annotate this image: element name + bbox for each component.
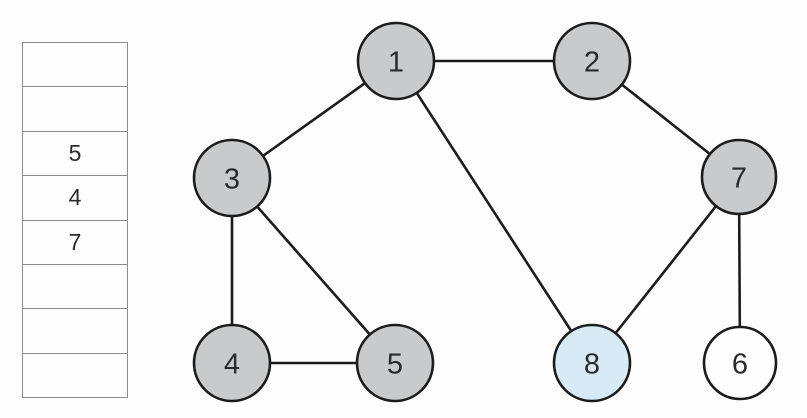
- graph-node-circle-4: [192, 323, 272, 403]
- graph-node-7: 7: [700, 138, 778, 216]
- queue-cell-5: [23, 265, 127, 310]
- queue-cell-4: 7: [23, 221, 127, 265]
- queue-cell-2: 5: [23, 132, 127, 177]
- graph-edge-1-8: [394, 60, 594, 364]
- graph-edge-3-5: [231, 177, 396, 364]
- graph-node-circle-5: [355, 323, 435, 403]
- graph-node-circle-3: [192, 138, 272, 218]
- graph-node-circle-8: [552, 323, 632, 403]
- graph-node-circle-2: [552, 21, 632, 101]
- graph-node-circle-6: [702, 325, 778, 401]
- graph-node-label-5: 5: [387, 348, 403, 380]
- queue-cell-0: [23, 43, 127, 88]
- graph-node-5: 5: [355, 323, 435, 403]
- graph-node-4: 4: [192, 323, 272, 403]
- graph-node-2: 2: [552, 21, 632, 101]
- graph-node-8: 8: [552, 323, 632, 403]
- graph-node-label-7: 7: [731, 162, 747, 194]
- queue-cell-1: [23, 87, 127, 132]
- graph-node-circle-1: [356, 21, 436, 101]
- queue-cell-3: 4: [23, 176, 127, 221]
- graph-node-1: 1: [356, 21, 436, 101]
- graph-node-label-8: 8: [584, 348, 600, 380]
- queue-cell-6: [23, 309, 127, 354]
- graph-node-label-3: 3: [224, 163, 240, 195]
- graph-node-label-6: 6: [732, 348, 748, 380]
- graph-node-label-2: 2: [584, 46, 600, 78]
- graph-node-6: 6: [702, 325, 778, 401]
- graph-node-label-1: 1: [388, 46, 404, 78]
- graph-edge-7-8: [590, 176, 741, 364]
- graph-node-circle-7: [700, 138, 778, 216]
- graph-node-label-4: 4: [224, 348, 240, 380]
- graph-node-3: 3: [192, 138, 272, 218]
